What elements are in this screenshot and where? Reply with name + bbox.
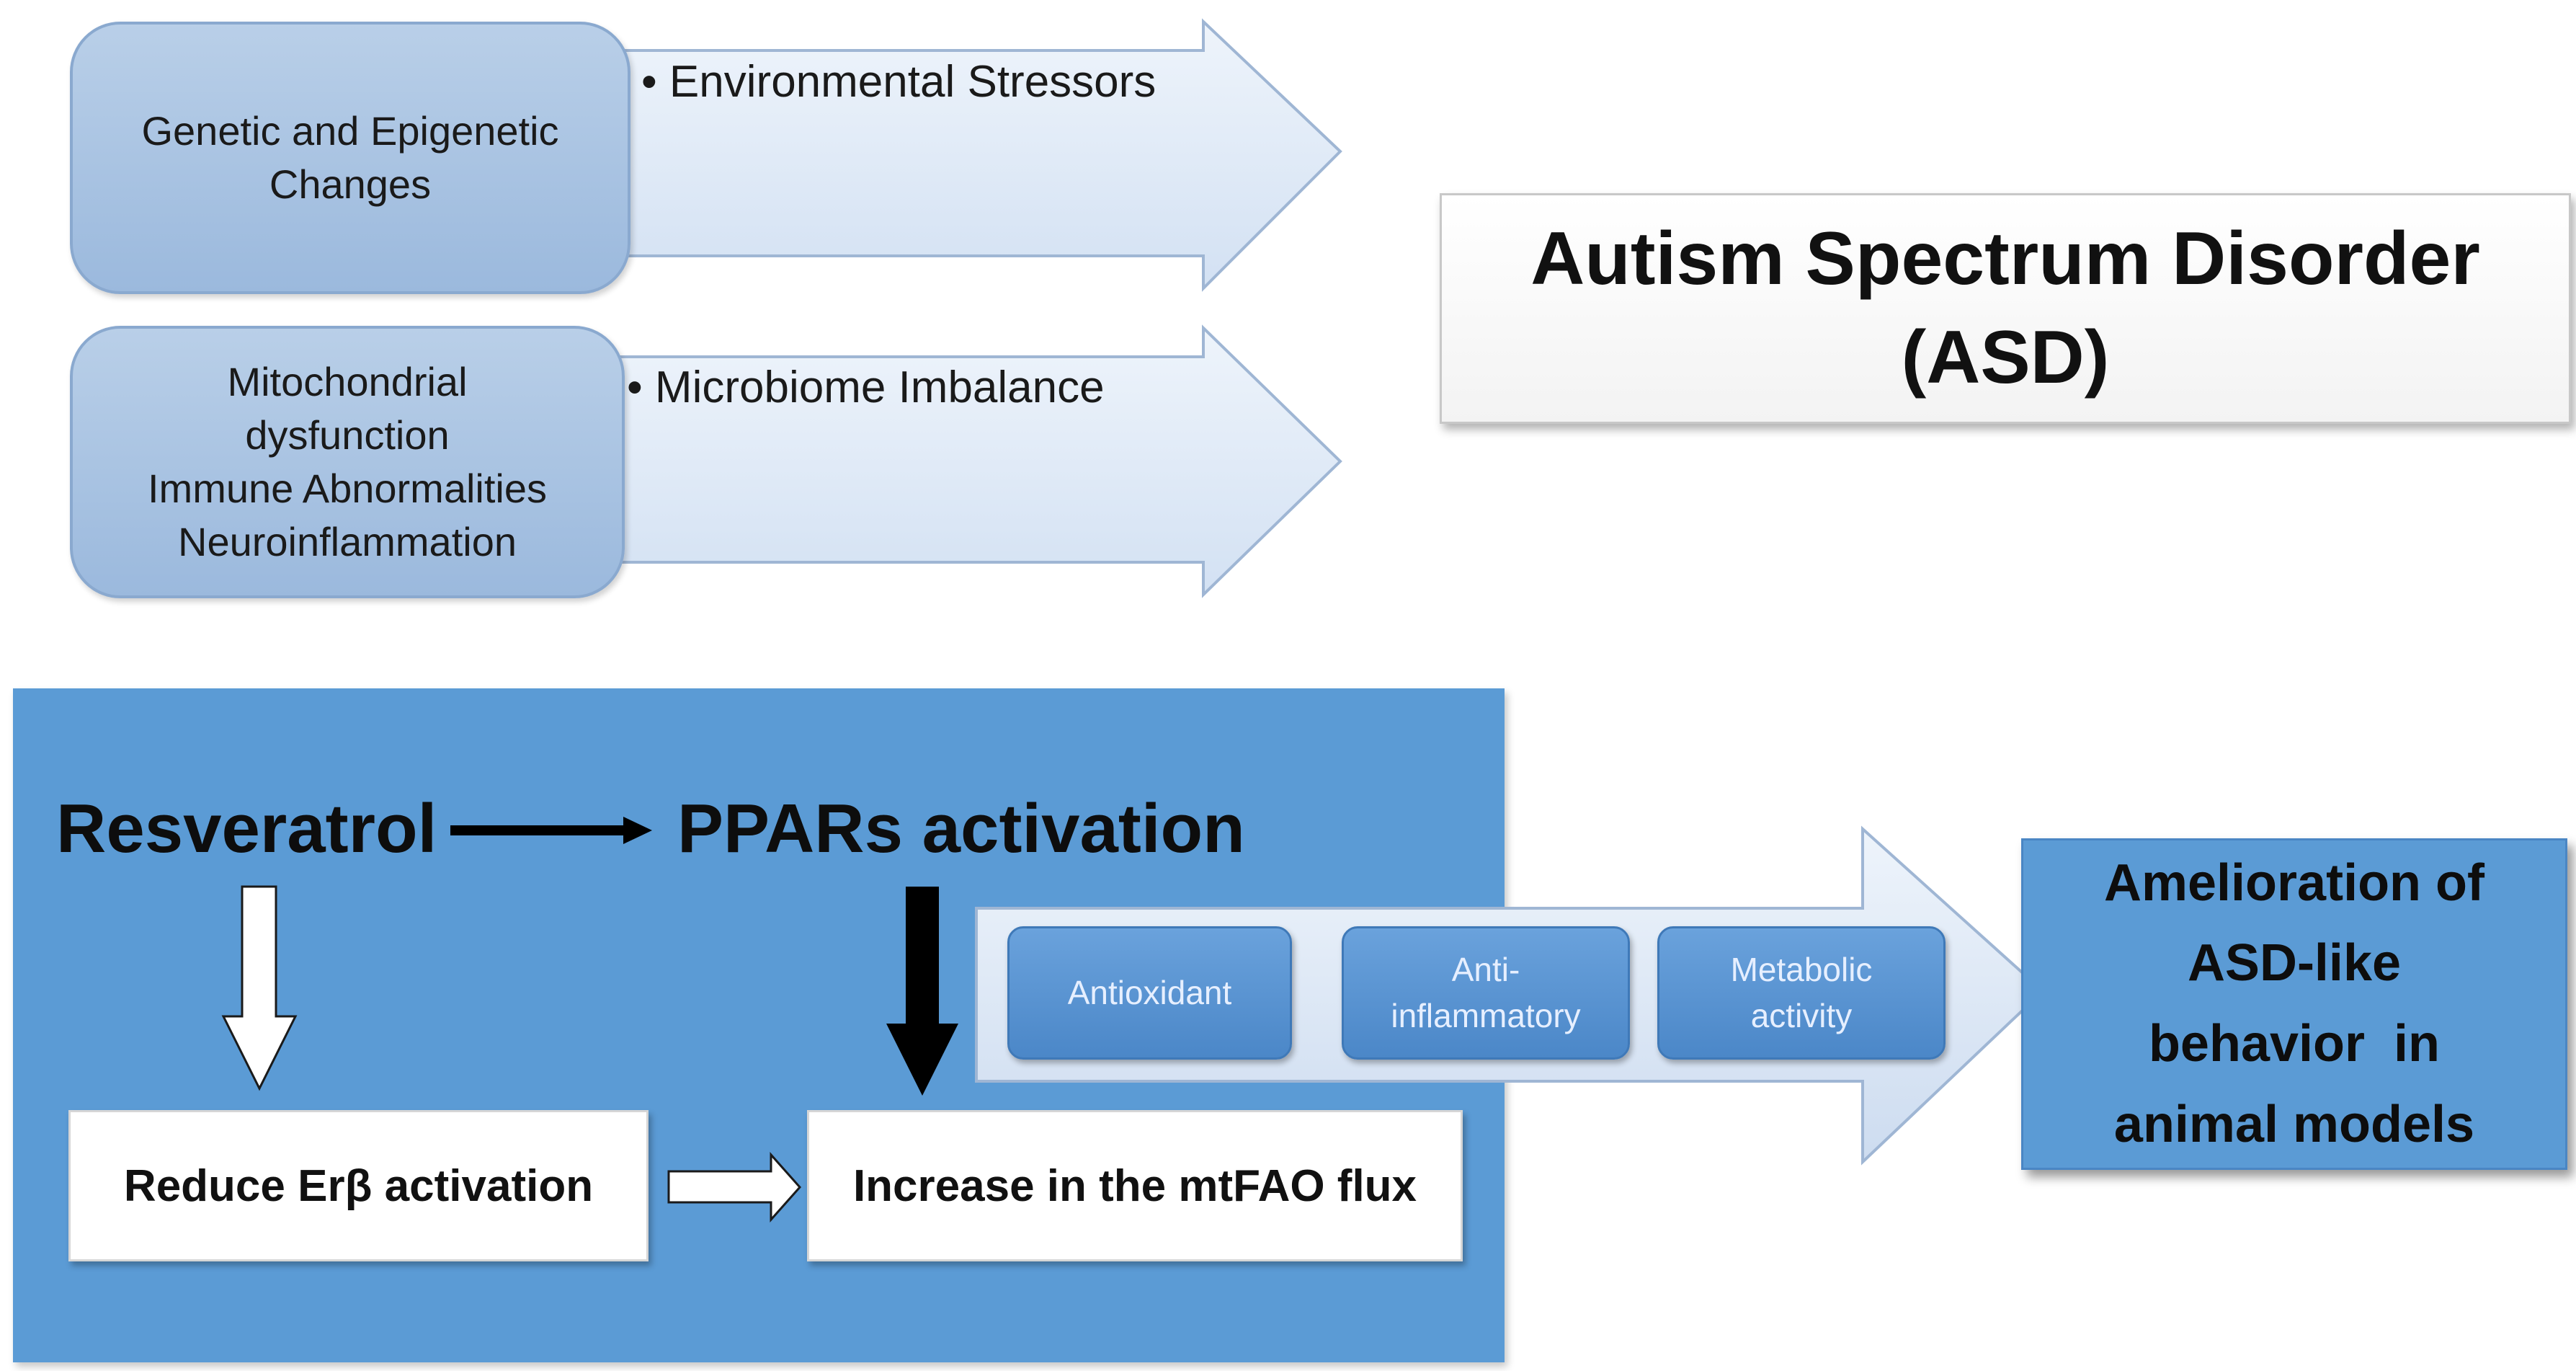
effect-line: Antioxidant [1067,973,1232,1011]
microbiome-imbalance-label: • Microbiome Imbalance [627,363,1105,412]
effect-line: Metabolic [1730,951,1873,989]
effect-line: activity [1750,996,1853,1034]
outcome-line: ASD-like [2187,934,2402,993]
resveratrol-ppars-arrowhead [623,817,652,844]
cause-box1-line: Changes [269,161,432,207]
genetic-epigenetic-box: Genetic and Epigenetic Changes [70,22,630,294]
environmental-stressors-label: • Environmental Stressors [641,57,1156,107]
outcome-line: Amelioration of [2103,853,2484,912]
increase-mtfao-box: Increase in the mtFAO flux [807,1110,1463,1261]
resveratrol-down-arrow [221,885,298,1091]
cause-box2-line: Mitochondrial [227,359,468,405]
outcome-line: animal models [2113,1095,2475,1153]
asd-box: Autism Spectrum Disorder (ASD) [1440,193,2571,424]
ppars-activation-label: PPARs activation [677,790,1245,867]
effect-line: Anti- [1451,951,1520,989]
amelioration-outcome-box: Amelioration of ASD-like behavior in ani… [2021,838,2567,1170]
asd-title: Autism Spectrum Disorder [1530,216,2480,301]
resveratrol-label: Resveratrol [56,790,437,867]
reduce-erb-box: Reduce Erβ activation [68,1110,649,1261]
asd-abbrev: (ASD) [1901,316,2110,399]
ppars-down-arrow [886,887,958,1096]
reduce-to-increase-arrow [667,1152,802,1223]
cause-box1-line: Genetic and Epigenetic [141,108,559,154]
antioxidant-box: Antioxidant [1007,926,1292,1060]
cause-box2-line: Neuroinflammation [178,518,517,564]
outcome-line: behavior in [2148,1015,2441,1073]
cause-box2-line: dysfunction [245,412,450,458]
anti-inflammatory-box: Anti- inflammatory [1342,926,1630,1060]
metabolic-activity-box: Metabolic activity [1657,926,1946,1060]
cause-box2-line: Immune Abnormalities [147,466,547,511]
mitochondrial-immune-box: Mitochondrial dysfunction Immune Abnorma… [70,326,625,598]
effect-line: inflammatory [1391,996,1581,1034]
